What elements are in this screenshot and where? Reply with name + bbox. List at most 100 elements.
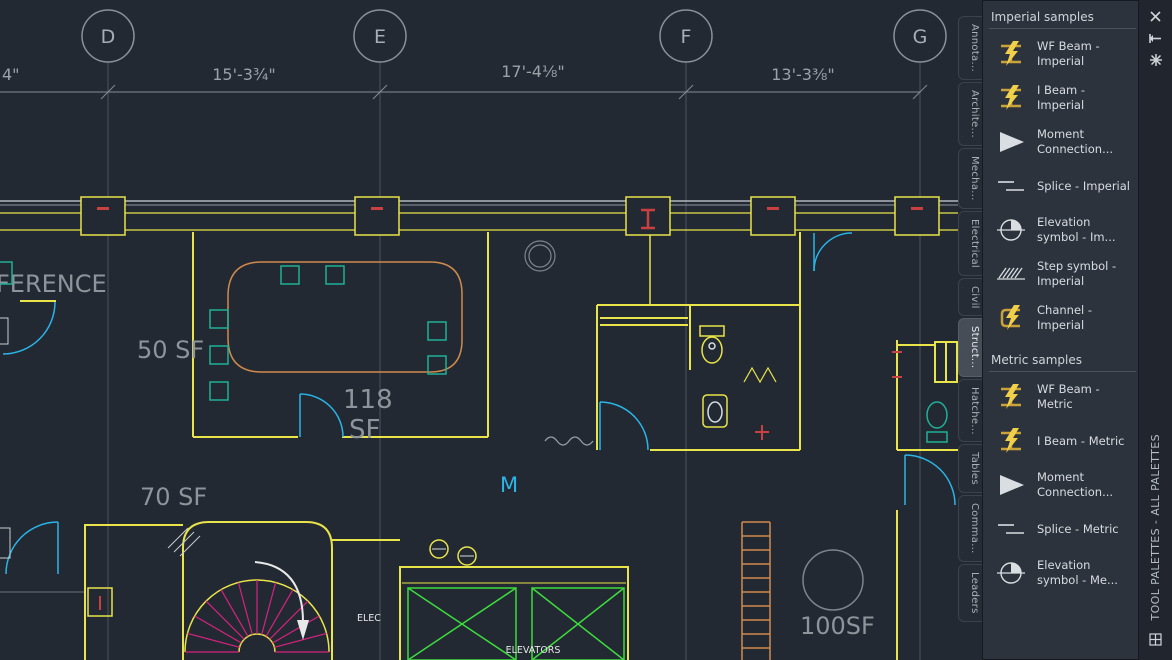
palette-tab-strip: Annota... Archite... Mecha... Electrical… [958, 0, 982, 660]
palette-title-text: TOOL PALETTES - ALL PALETTES [1149, 434, 1162, 621]
palette-item-label: Moment Connection... [1037, 127, 1114, 156]
column-circle-large [802, 549, 864, 611]
lower-left-door-arc [5, 521, 59, 575]
palette-item-i-beam-metric[interactable]: I Beam - Metric [989, 419, 1136, 463]
tab-architectural[interactable]: Archite... [958, 81, 982, 146]
palette-item-moment-connection-imperial[interactable]: Moment Connection... [989, 120, 1136, 164]
dimension-e-f: 17'-4⅛" [501, 62, 565, 81]
bathroom-door [599, 401, 649, 451]
tab-tables[interactable]: Tables [958, 444, 982, 494]
m-marker-label: M [500, 473, 518, 497]
palette-item-i-beam-imperial[interactable]: I Beam - Imperial [989, 76, 1136, 120]
elevator-car-2 [531, 587, 625, 660]
room-50-label: 50 SF [137, 336, 204, 364]
grid-bubble-g: G [913, 26, 928, 48]
palette-content: Imperial samples WF Beam - Imperial I Be… [982, 0, 1138, 660]
tab-civil[interactable]: Civil [958, 277, 982, 317]
elevator-car-1 [407, 587, 517, 660]
dimension-partial: 4" [2, 65, 20, 84]
palette-item-moment-connection-metric[interactable]: Moment Connection... [989, 463, 1136, 507]
palette-item-label: I Beam - Metric [1037, 433, 1125, 448]
i-beam-icon [991, 84, 1031, 112]
conference-room-fragment: FERENCE [0, 261, 107, 593]
tab-leaders[interactable]: Leaders [958, 564, 982, 622]
palette-title-bar[interactable]: TOOL PALETTES - ALL PALETTES [1138, 0, 1172, 660]
tab-structural[interactable]: Struct... [958, 318, 982, 377]
section-header-metric: Metric samples [989, 350, 1136, 372]
tab-annotation[interactable]: Annota... [958, 16, 982, 80]
tab-electrical[interactable]: Electrical [958, 210, 982, 276]
stair-direction-arrow [254, 561, 304, 623]
elevation-symbol-icon [991, 216, 1031, 244]
red-beam-marker [641, 208, 655, 230]
channel-icon [991, 304, 1031, 332]
grid-bubble-d: D [101, 26, 116, 48]
elevators-label: ELEVATORS [506, 645, 561, 656]
splice-icon [991, 515, 1031, 543]
wf-beam-icon [991, 40, 1031, 68]
tab-command-tool-samples[interactable]: Comma... [958, 495, 982, 562]
right-wall-markers [892, 351, 902, 378]
palettes-grid-icon[interactable] [1148, 631, 1164, 647]
palette-item-elevation-symbol-imperial[interactable]: Elevation symbol - Im... [989, 208, 1136, 252]
elec-label: ELEC [357, 613, 381, 624]
palette-item-splice-metric[interactable]: Splice - Metric [989, 507, 1136, 551]
palette-item-label: Elevation symbol - Me... [1037, 558, 1118, 587]
palette-item-label: Step symbol - Imperial [1037, 259, 1117, 288]
grid-lines [107, 62, 921, 660]
chairs [209, 265, 447, 401]
splice-icon [991, 172, 1031, 200]
palette-item-splice-imperial[interactable]: Splice - Imperial [989, 164, 1136, 208]
palette-item-label: WF Beam - Metric [1037, 382, 1100, 411]
right-rooms [892, 340, 958, 660]
meeting-room: 118 SF [192, 232, 489, 445]
column-markers [97, 207, 923, 210]
moment-connection-icon [991, 471, 1031, 499]
dimension-f-g: 13'-3⅜" [771, 65, 835, 84]
screen-zigzag [743, 366, 777, 384]
wall-hatch [167, 527, 201, 557]
column-circle-detail [524, 240, 556, 272]
dimension-d-e: 15'-3¾" [212, 65, 276, 84]
tab-hatches[interactable]: Hatche... [958, 378, 982, 443]
palette-item-label: Channel - Imperial [1037, 303, 1093, 332]
palette-item-elevation-symbol-metric[interactable]: Elevation symbol - Me... [989, 551, 1136, 595]
room-100-label: 100SF [800, 612, 875, 640]
palette-item-channel-imperial[interactable]: Channel - Imperial [989, 296, 1136, 340]
drain-marker [755, 425, 769, 440]
grid-bubbles: D E F G [81, 9, 947, 63]
elevation-symbol-icon [991, 559, 1031, 587]
grid-bubble-f: F [681, 26, 692, 48]
corridor-door [813, 232, 853, 272]
toilet [699, 325, 725, 364]
meeting-room-door [299, 393, 344, 438]
corridor-wall [0, 196, 958, 305]
auto-hide-icon[interactable] [1148, 30, 1164, 46]
bins [429, 539, 477, 566]
step-symbol-icon [991, 260, 1031, 288]
bathroom [596, 232, 801, 451]
conference-table [227, 261, 463, 373]
palette-item-label: Moment Connection... [1037, 470, 1114, 499]
close-icon[interactable] [1148, 8, 1164, 24]
room-70-label: 70 SF [140, 483, 207, 511]
tab-mechanical[interactable]: Mecha... [958, 147, 982, 209]
moment-connection-icon [991, 128, 1031, 156]
palette-item-wf-beam-imperial[interactable]: WF Beam - Imperial [989, 32, 1136, 76]
properties-icon[interactable] [1148, 52, 1164, 68]
palette-item-label: WF Beam - Imperial [1037, 39, 1100, 68]
break-wavy-line [544, 436, 594, 446]
stairwell [84, 521, 333, 660]
i-beam-icon [991, 427, 1031, 455]
tool-palettes-panel: Annota... Archite... Mecha... Electrical… [958, 0, 1172, 660]
wf-beam-icon [991, 383, 1031, 411]
palette-item-wf-beam-metric[interactable]: WF Beam - Metric [989, 375, 1136, 419]
elevators: ELEC ELEVATORS [332, 539, 629, 660]
section-header-imperial: Imperial samples [989, 7, 1136, 29]
dimension-texts: 4" 15'-3¾" 17'-4⅛" 13'-3⅜" [2, 62, 835, 84]
right-toilet [926, 401, 948, 443]
right-door-arc [904, 454, 956, 506]
palette-item-step-symbol-imperial[interactable]: Step symbol - Imperial [989, 252, 1136, 296]
urinal [702, 394, 728, 428]
